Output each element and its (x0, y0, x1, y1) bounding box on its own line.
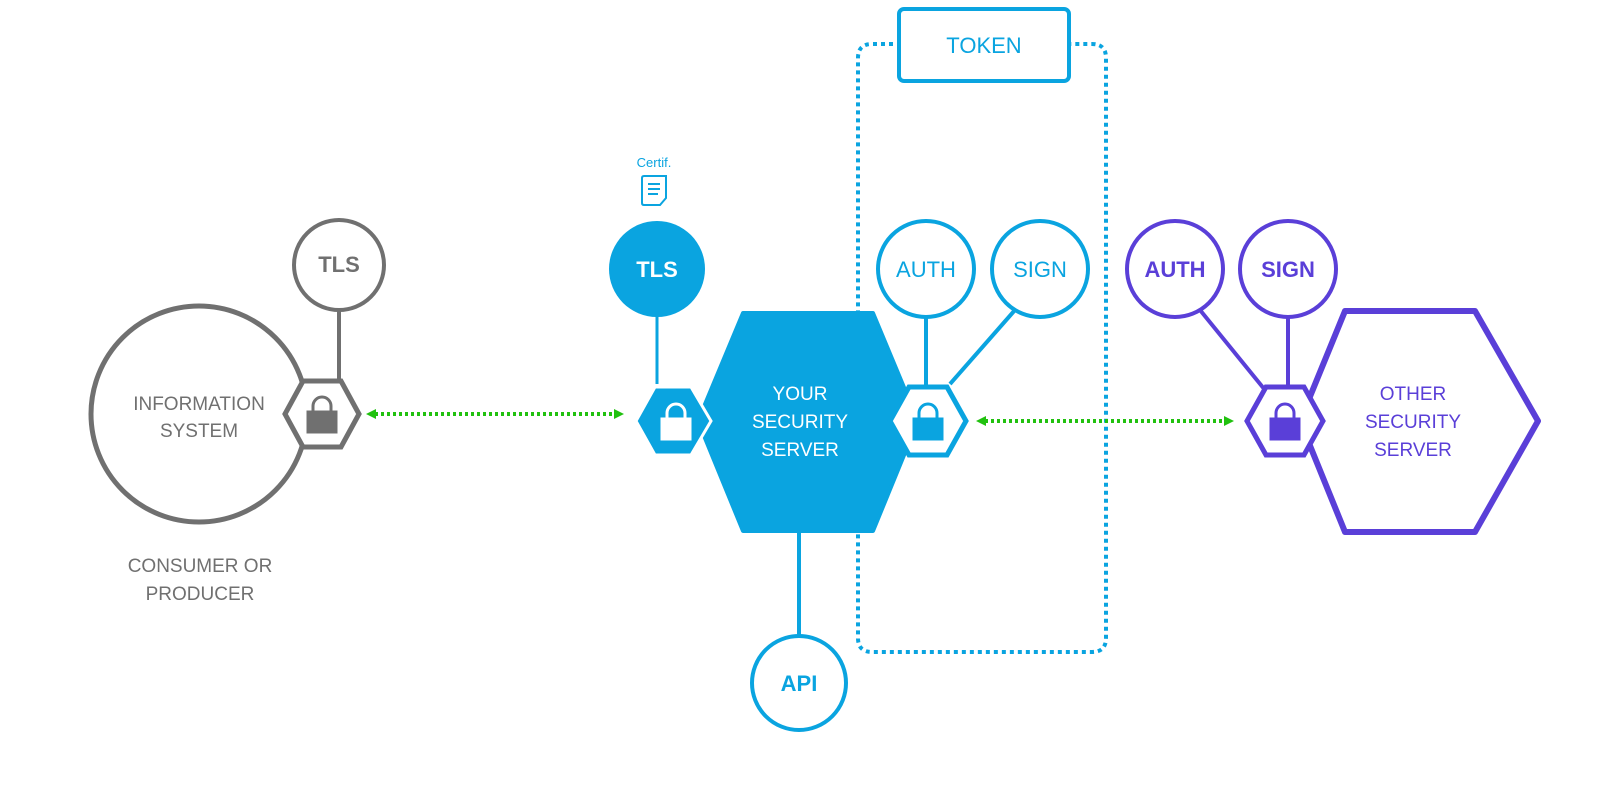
your-sign-connector (948, 308, 1017, 386)
other-sign-circle (1238, 219, 1338, 319)
api-circle (750, 634, 848, 732)
connection-info-to-your-server (366, 409, 624, 419)
other-auth-label: AUTH (1144, 257, 1205, 282)
arrow-right-icon (614, 409, 624, 419)
certificate-label: Certif. (637, 155, 672, 170)
token-label: TOKEN (946, 33, 1021, 58)
consumer-producer-caption-line1: CONSUMER OR (128, 556, 273, 577)
information-system-label-line1: INFORMATION (133, 394, 265, 415)
info-tls-label: TLS (318, 252, 360, 277)
other-security-server-group: AUTH SIGN OTHER SECURITY SERVER (1125, 219, 1541, 535)
information-system-label-line2: SYSTEM (160, 421, 238, 442)
other-security-server-hexagon (1297, 308, 1541, 535)
arrow-right-icon (1224, 416, 1234, 426)
your-security-server-group: API TLS Certif. AUTH SIGN YOUR SECURITY … (609, 155, 1090, 732)
arrow-left-icon (366, 409, 376, 419)
arrow-left-icon (976, 416, 986, 426)
your-sign-label: SIGN (1013, 257, 1067, 282)
info-tls-circle (292, 218, 386, 312)
your-tls-circle (609, 221, 705, 317)
other-server-label-line2: SECURITY (1365, 412, 1461, 433)
token-group: TOKEN (856, 7, 1108, 654)
other-server-label-line1: OTHER (1380, 384, 1447, 405)
your-tls-label: TLS (636, 257, 678, 282)
your-server-label-line1: YOUR (773, 384, 828, 405)
consumer-producer-caption-line2: PRODUCER (146, 584, 255, 605)
other-auth-connector (1198, 308, 1267, 392)
connection-your-to-other-server (976, 416, 1234, 426)
other-server-label-line3: SERVER (1374, 440, 1452, 461)
other-auth-circle (1125, 219, 1225, 319)
your-sign-circle (990, 219, 1090, 319)
other-sign-label: SIGN (1261, 257, 1315, 282)
your-server-label-line2: SECURITY (752, 412, 848, 433)
your-auth-circle (876, 219, 976, 319)
document-icon (641, 175, 667, 206)
your-server-label-line3: SERVER (761, 440, 839, 461)
token-box (897, 7, 1071, 83)
information-system-group: INFORMATION SYSTEM TLS CONSUMER OR PRODU… (88, 218, 386, 605)
api-label: API (781, 671, 818, 696)
your-auth-label: AUTH (896, 257, 956, 282)
